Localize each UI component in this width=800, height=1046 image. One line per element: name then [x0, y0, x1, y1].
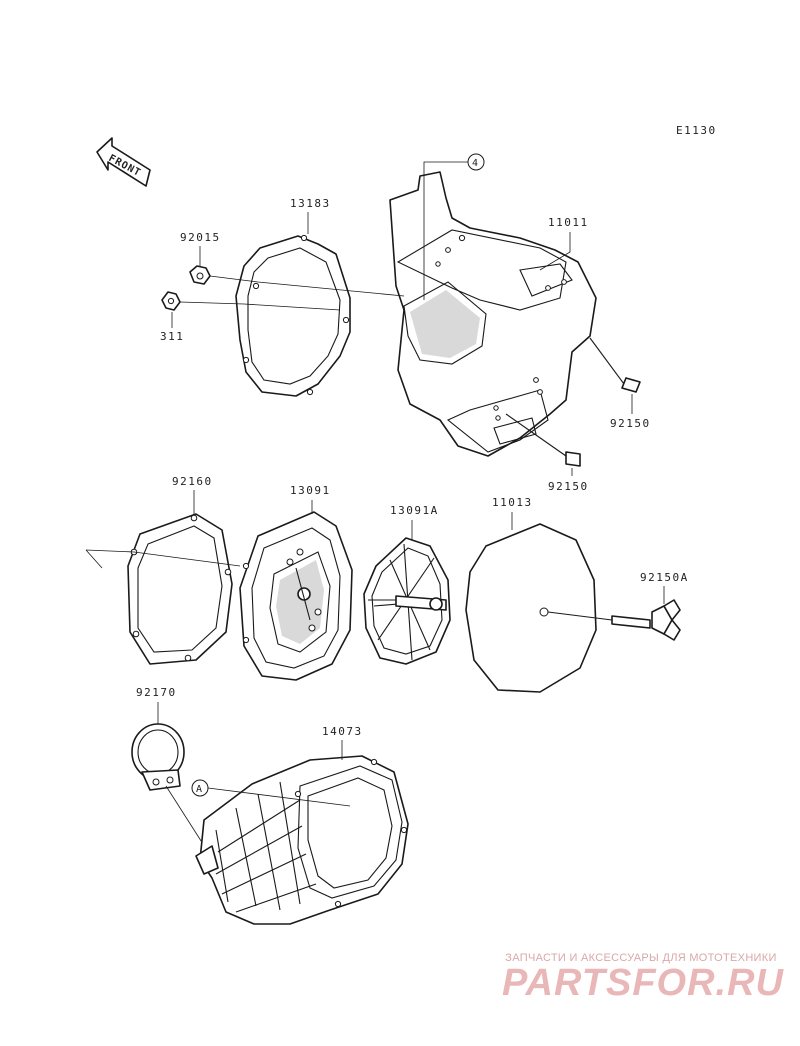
label-14073: 14073 [322, 725, 363, 738]
gasket-13183 [235, 234, 351, 397]
label-92150a: 92150A [640, 571, 689, 584]
label-13091a: 13091A [390, 504, 439, 517]
filter-holder-13091 [239, 511, 353, 681]
filter-cage-13091a [363, 537, 451, 665]
label-11011: 11011 [548, 216, 589, 229]
bolt-92150-right [589, 337, 641, 393]
label-11013: 11013 [492, 496, 533, 509]
diagram-code: E1130 [676, 124, 717, 137]
nut-92015 [189, 265, 211, 285]
gasket-92160 [127, 513, 233, 665]
label-13183: 13183 [290, 197, 331, 210]
label-92150-right: 92150 [610, 417, 651, 430]
bolt-92150-lower [505, 413, 581, 467]
label-92015: 92015 [180, 231, 221, 244]
watermark-logo: PARTSFOR.RU [502, 962, 784, 1004]
air-filter-element-11013 [465, 523, 597, 693]
intake-duct-14073 [195, 755, 409, 925]
wing-bolt-92150a [547, 599, 681, 641]
label-92170: 92170 [136, 686, 177, 699]
front-arrow-icon: FRONT [96, 137, 151, 187]
label-92150-lower: 92150 [548, 480, 589, 493]
air-box-housing [389, 171, 597, 457]
watermark-tagline: ЗАПЧАСТИ И АКСЕССУАРЫ ДЛЯ МОТОТЕХНИКИ [505, 952, 777, 964]
label-13091: 13091 [290, 484, 331, 497]
callout-4: 4 [472, 158, 478, 169]
label-92160: 92160 [172, 475, 213, 488]
callout-a: A [196, 784, 202, 795]
label-311: 311 [160, 330, 184, 343]
clamp-92170 [131, 723, 185, 791]
nut-311 [161, 291, 181, 311]
